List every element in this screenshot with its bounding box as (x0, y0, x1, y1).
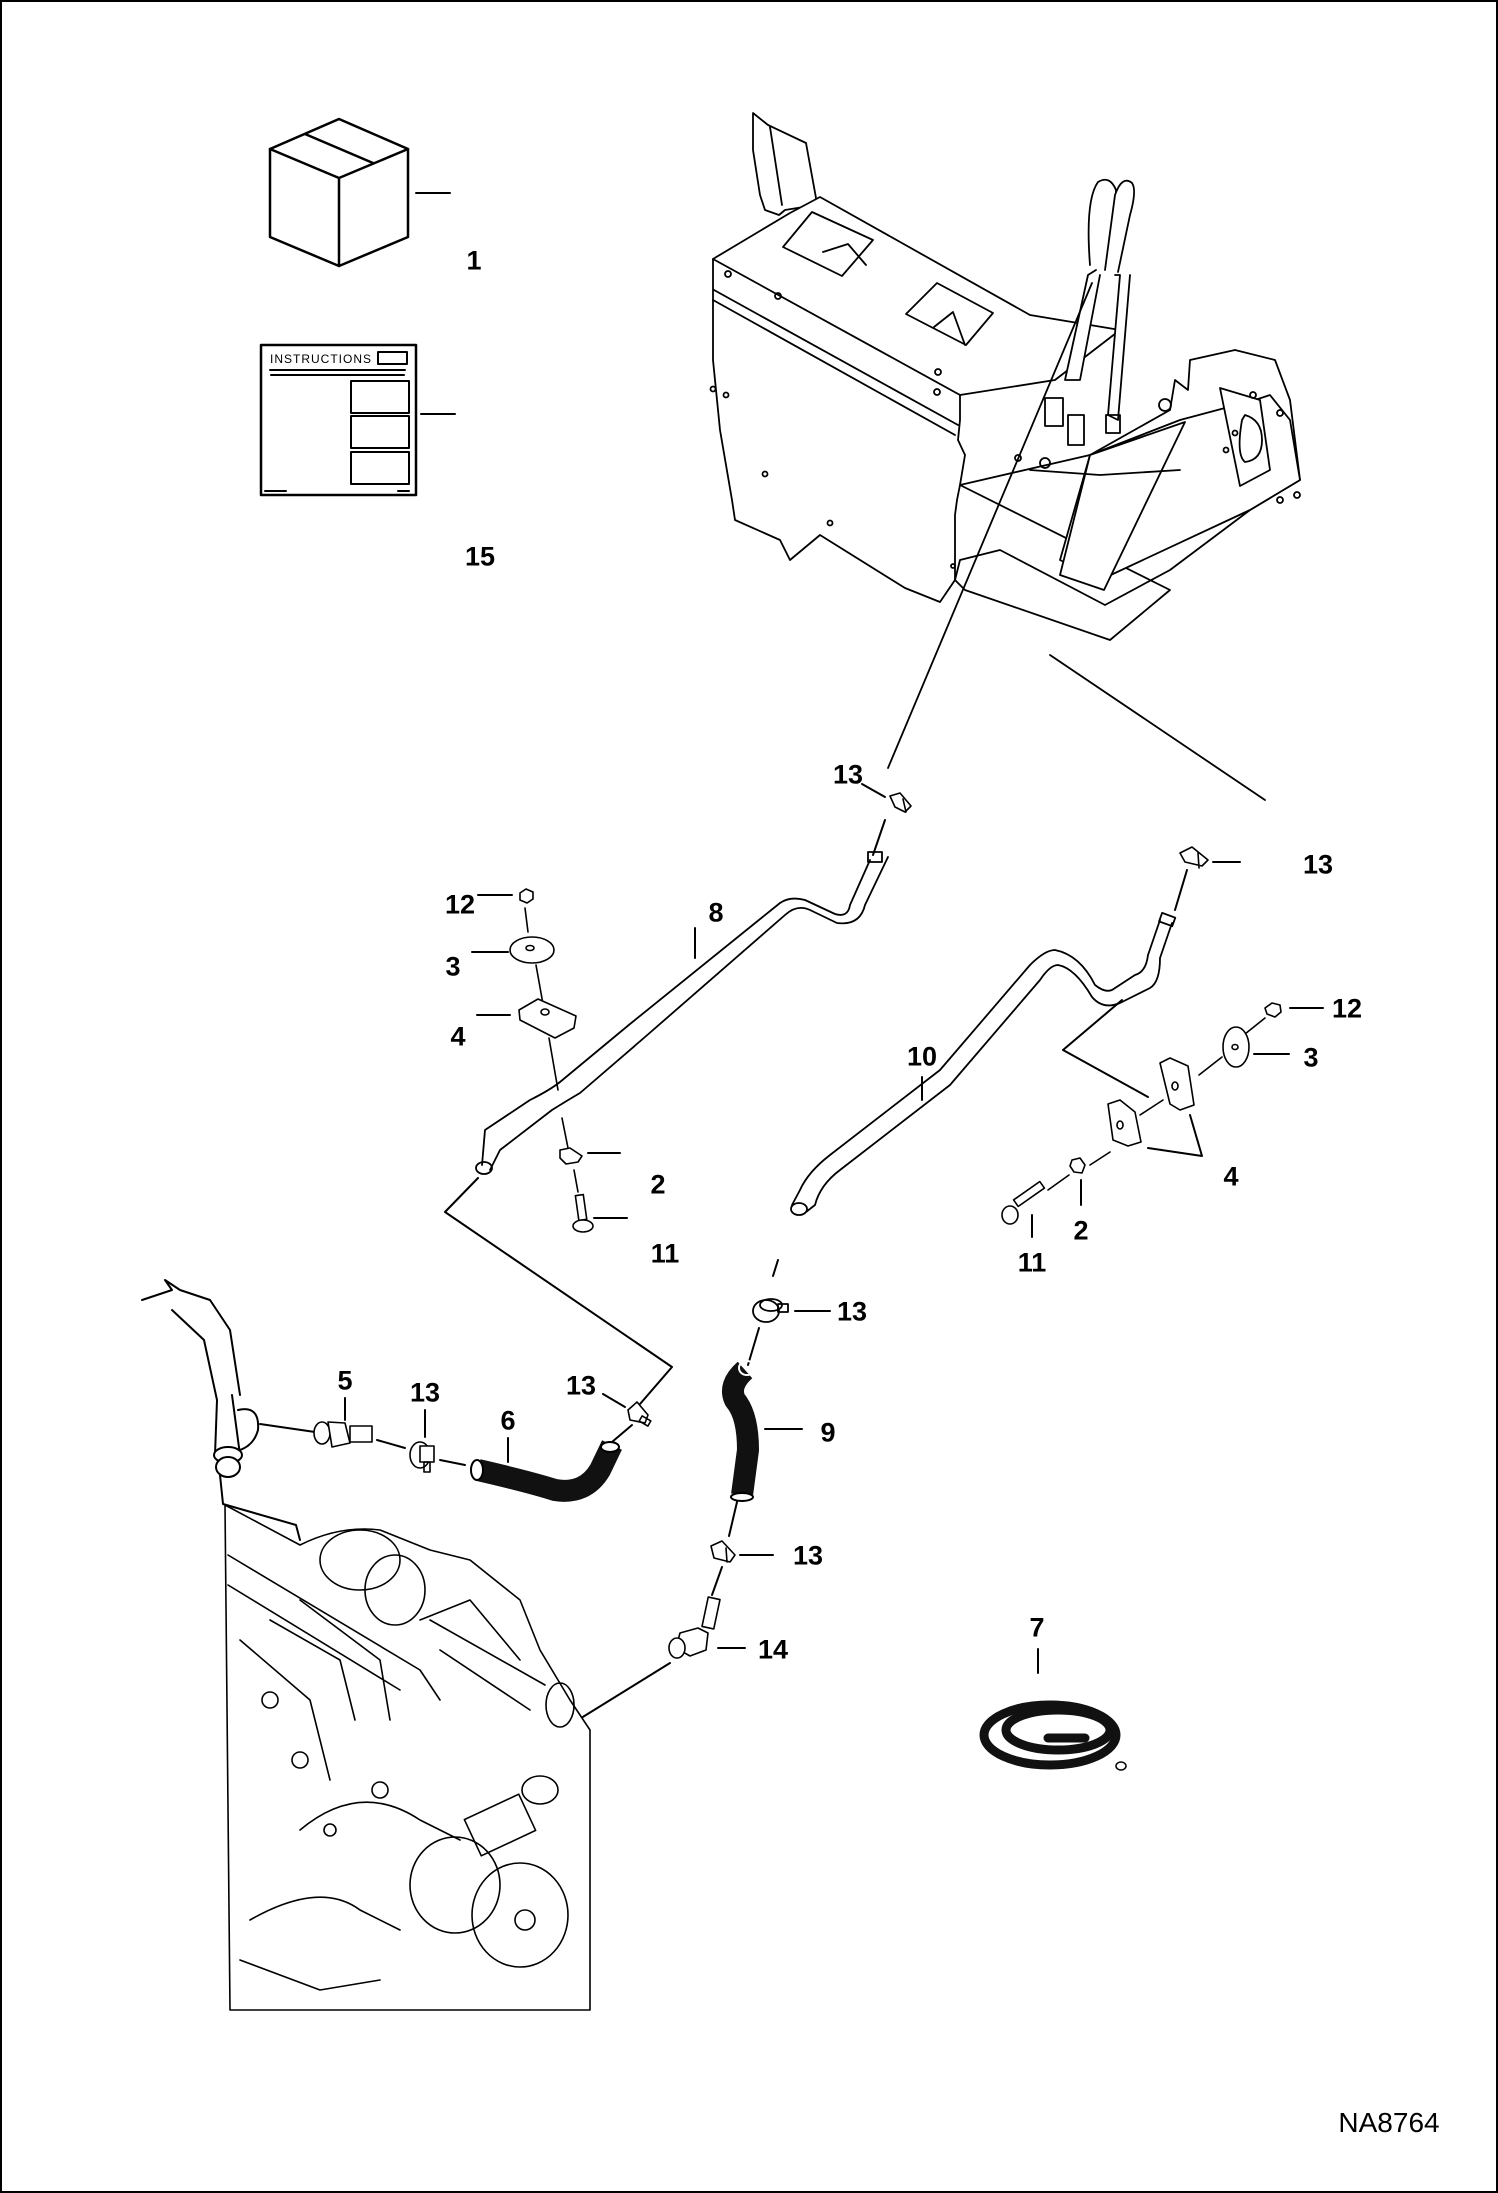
callout-1: 1 (466, 245, 482, 276)
hose-clamp-icon (889, 792, 912, 813)
leader-line (861, 783, 886, 798)
callout-9: 9 (820, 1417, 836, 1448)
elbow-fitting-icon (668, 1596, 721, 1659)
callout-2: 2 (650, 1169, 666, 1200)
leader-line (259, 1423, 316, 1433)
leader-line (444, 1177, 673, 1405)
instructions-title: INSTRUCTIONS (270, 352, 372, 366)
leader-line (219, 1474, 301, 1541)
hose-clamp-icon (752, 1298, 789, 1323)
callout-13: 13 (1302, 849, 1334, 880)
callout-3: 3 (445, 951, 461, 982)
callout-15: 15 (464, 541, 496, 572)
callout-8: 8 (708, 897, 724, 928)
leader-line (772, 1259, 779, 1277)
kit-box-icon (268, 117, 410, 268)
callout-13: 13 (836, 1296, 868, 1327)
hose-clamp-icon (409, 1441, 435, 1473)
callout-14: 14 (757, 1634, 789, 1665)
coolant-pipe-icon (141, 1279, 260, 1478)
callout-7: 7 (1029, 1612, 1045, 1643)
callout-12: 12 (1331, 993, 1363, 1024)
callout-11: 11 (650, 1238, 680, 1269)
callout-2: 2 (1073, 1215, 1089, 1246)
callout-4: 4 (450, 1021, 466, 1052)
tube-8-icon (475, 851, 889, 1175)
left-fastener-stack-icon (509, 888, 594, 1233)
callout-12: 12 (444, 889, 476, 920)
leader-line (1147, 1114, 1203, 1157)
leader-line (711, 1566, 723, 1596)
callout-13: 13 (409, 1377, 441, 1408)
leader-line (1174, 869, 1188, 911)
hose-6-icon (470, 1440, 622, 1502)
leader-line (872, 819, 886, 856)
hose-clamp-icon (627, 1401, 652, 1427)
callout-3: 3 (1303, 1042, 1319, 1073)
hose-9-icon (722, 1360, 759, 1502)
callout-6: 6 (500, 1405, 516, 1436)
callout-13: 13 (832, 759, 864, 790)
engine-icon (224, 1504, 591, 2011)
leader-line (1062, 999, 1149, 1098)
leader-line (611, 1424, 633, 1443)
callout-10: 10 (906, 1041, 938, 1072)
hose-clamp-icon (1179, 846, 1209, 869)
callout-13: 13 (565, 1370, 597, 1401)
hose-clamp-icon (710, 1540, 736, 1563)
leader-line (376, 1439, 406, 1449)
figure-id: NA8764 (1338, 2107, 1440, 2138)
leader-line (564, 1662, 671, 1729)
callout-11: 11 (1017, 1247, 1047, 1278)
tube-10-icon (790, 912, 1177, 1216)
hose-coil-icon (979, 1700, 1127, 1771)
right-fastener-stack-icon (1001, 1002, 1282, 1225)
callout-5: 5 (337, 1365, 353, 1396)
leader-line (747, 1327, 760, 1366)
instructions-sheet-icon: INSTRUCTIONS (259, 343, 418, 497)
leader-line (602, 1393, 626, 1408)
callout-13: 13 (792, 1540, 824, 1571)
leader-line (439, 1459, 466, 1466)
fitting-5-icon (313, 1421, 373, 1448)
leader-line (728, 1501, 738, 1537)
callout-4: 4 (1223, 1161, 1239, 1192)
heater-box-icon (709, 112, 1301, 801)
